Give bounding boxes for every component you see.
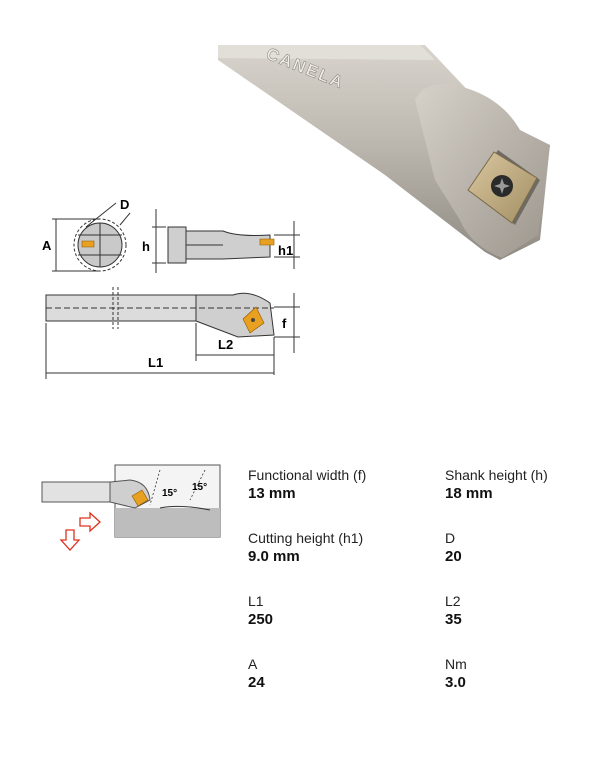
side-view-insert [259,238,275,246]
label-A: A [42,238,52,253]
spec-value: 13 mm [248,485,296,502]
end-view-outline [73,218,127,272]
product-photo: CANELA [218,44,550,260]
spec-label: Functional width (f) [248,467,367,483]
spec-functional-width: Functional width (f) 13 mm [248,466,418,504]
feed-arrow-down-icon [59,529,81,551]
spec-D: D 20 [445,529,600,567]
spec-label: D [445,530,456,546]
spec-label: Cutting height (h1) [248,530,364,546]
spec-A: A 24 [248,655,418,693]
spec-label: Nm [445,656,467,672]
label-L2: L2 [218,337,233,352]
spec-cutting-height: Cutting height (h1) 9.0 mm [248,529,418,567]
spec-value: 18 mm [445,485,493,502]
spec-value: 35 [445,611,462,628]
spec-value: 9.0 mm [248,548,300,565]
diagram-insert [131,489,149,507]
spec-label: L2 [445,593,461,609]
spec-label: A [248,656,258,672]
spec-L2: L2 35 [445,592,600,630]
spec-L1: L1 250 [248,592,418,630]
angle-label-2: 15° [192,482,207,493]
label-h1: h1 [278,243,293,258]
spec-value: 250 [248,611,274,628]
label-h: h [142,239,150,254]
label-D: D [120,197,129,212]
spec-value: 24 [248,674,265,691]
angle-diagram: 15° 15° [41,464,221,551]
spec-label: Shank height (h) [445,467,548,483]
label-L1: L1 [148,355,163,370]
technical-drawing: A D h h1 f L2 L1 [42,197,300,379]
feed-arrow-right-icon [79,511,101,533]
end-view-insert [81,240,95,248]
spec-value: 20 [445,548,462,565]
spec-label: L1 [248,593,264,609]
bar-top-flat [218,45,435,60]
angle-label-1: 15° [162,488,177,499]
spec-value: 3.0 [445,674,466,691]
spec-shank-height: Shank height (h) 18 mm [445,466,600,504]
label-f: f [282,316,287,331]
spec-Nm: Nm 3.0 [445,655,600,693]
